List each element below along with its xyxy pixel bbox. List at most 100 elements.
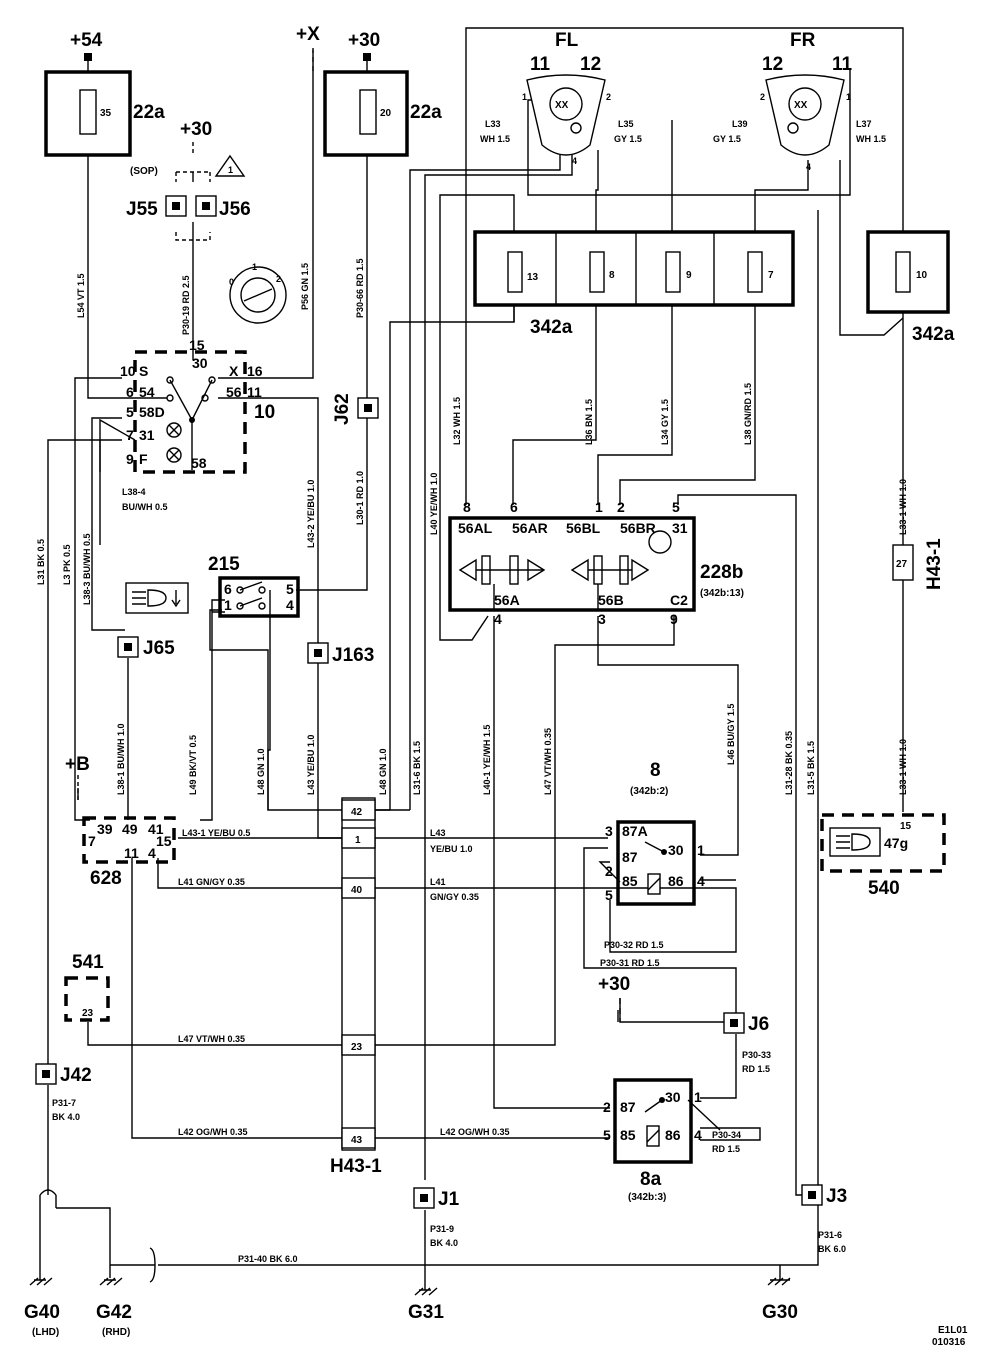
j65-label: J65: [143, 638, 175, 659]
fuse-box-22a-left: 35 22a: [44, 70, 165, 157]
wire-label: L43-1 YE/BU 0.5: [182, 828, 250, 838]
pin-3: 3: [598, 611, 606, 627]
module-628: 39 49 41 7 15 11 4 628: [82, 816, 176, 889]
relay-8: 8 (342b:2) 87A 87 30 85 86 3 2 1 4 5: [605, 760, 705, 906]
pin-86: 86: [668, 873, 684, 889]
wire-label: L43-2 YE/BU 1.0: [306, 480, 316, 548]
wire-labels: L54 VT 1.5 P30-19 RD 2.5 P56 GN 1.5 P30-…: [36, 119, 908, 1264]
pin-f: F: [139, 451, 148, 467]
dial-2: 2: [276, 274, 281, 284]
relay-8a-label: 8a: [640, 1169, 662, 1190]
pin-x: X: [229, 363, 239, 379]
fl-label: FL: [555, 30, 579, 51]
light-switch-10: 0 1 2 15 30 10 S X 16 6 54 56 11 5 58D 7…: [120, 262, 287, 474]
wire-label: L31-5 BK 1.5: [806, 741, 816, 795]
pin-5: 5: [672, 499, 680, 515]
j56-label: J56: [219, 199, 251, 220]
fuse-box-label: 22a: [410, 102, 442, 123]
supply-b-label: +B: [65, 754, 90, 775]
wire-label: BU/WH 0.5: [122, 502, 168, 512]
pin-30: 30: [668, 842, 684, 858]
pin-4: 4: [494, 611, 502, 627]
pin-15: 15: [156, 833, 172, 849]
fuse-box-label: 22a: [133, 102, 165, 123]
wire-label: L38-4: [122, 487, 146, 497]
wire-label: L40 YE/WH 1.0: [429, 473, 439, 535]
wire-label: P30-33: [742, 1050, 771, 1060]
wire-label: P31-40 BK 6.0: [238, 1254, 298, 1264]
svg-text:1: 1: [522, 92, 527, 102]
fl-pin-11: 11: [530, 54, 551, 75]
switch-215-label: 215: [208, 554, 240, 575]
connector-pin: 43: [341, 1127, 376, 1149]
ground-g40-note: (LHD): [32, 1327, 59, 1338]
module-228b-label: 228b: [700, 562, 743, 583]
module-628-label: 628: [90, 868, 122, 889]
wire-label: BK 4.0: [430, 1238, 458, 1248]
svg-text:43: 43: [351, 1135, 363, 1146]
svg-text:2: 2: [606, 92, 611, 102]
pin-6: 6: [126, 384, 134, 400]
wire-label: L49 BK/VT 0.5: [188, 735, 198, 795]
pin-11: 11: [247, 384, 262, 400]
wire-label: GY 1.5: [614, 134, 642, 144]
relay-pin-2: 2: [605, 863, 613, 879]
headlamp-level-icon: [125, 582, 189, 614]
dial-0: 0: [229, 277, 234, 287]
wire-label: P31-7: [52, 1098, 76, 1108]
lamp-fr: FR 12 11 XX: [762, 30, 853, 156]
wire-label: L32 WH 1.5: [452, 397, 462, 445]
wire-label: L41 GN/GY 0.35: [178, 877, 245, 887]
pin-56br: 56BR: [620, 520, 656, 536]
wire-label: L3 PK 0.5: [62, 544, 72, 585]
wire-label: L39: [732, 119, 748, 129]
wire-label: L43 YE/BU 1.0: [306, 735, 316, 795]
wire-label: L42 OG/WH 0.35: [178, 1127, 248, 1137]
connector-label: H43-1: [924, 538, 945, 590]
fuse-7-label: 7: [768, 270, 774, 281]
fuse-box-label: 342a: [530, 317, 573, 338]
pin-6: 6: [224, 581, 232, 597]
transistor-icon: [648, 530, 672, 554]
connector-pin: 1: [341, 827, 376, 849]
pin-54: 54: [139, 384, 155, 400]
pin-41: 41: [148, 821, 164, 837]
wire-label: L43: [430, 828, 446, 838]
pin-56b: 56B: [598, 592, 624, 608]
wire-label: L34 GY 1.5: [660, 399, 670, 445]
module-540: 15 47g 540: [820, 813, 946, 899]
svg-text:2: 2: [760, 92, 765, 102]
relay-pin-3: 3: [605, 823, 613, 839]
wire-label: L35: [618, 119, 634, 129]
supply-30b-label: +30: [180, 119, 212, 140]
wire-label: P31-6: [818, 1230, 842, 1240]
j163-label: J163: [332, 645, 374, 666]
fuse-8-label: 8: [609, 270, 615, 281]
relay-pin-4: 4: [694, 1127, 702, 1143]
wire-label: YE/BU 1.0: [430, 844, 473, 854]
wire-label: L31-28 BK 0.35: [784, 731, 794, 795]
wire-label: L41: [430, 877, 446, 887]
pin-5: 5: [126, 404, 134, 420]
pin-9: 9: [670, 611, 678, 627]
relay-pin-5: 5: [603, 1127, 611, 1143]
j6-label: J6: [748, 1014, 769, 1035]
pin-11: 11: [124, 845, 139, 861]
fuse-35-label: 35: [100, 108, 112, 119]
wire-label: L30-1 RD 1.0: [355, 471, 365, 525]
wire-label: L40-1 YE/WH 1.5: [482, 725, 492, 795]
warning-number: 1: [228, 165, 233, 175]
wire-label: WH 1.5: [856, 134, 886, 144]
supply-x-label: +X: [296, 24, 320, 45]
ground-g42-label: G42: [96, 1302, 132, 1323]
pin-15: 15: [900, 821, 912, 832]
wire-label: L38-1 BU/WH 1.0: [116, 723, 126, 795]
wire-label: L38 GN/RD 1.5: [743, 383, 753, 445]
pin-58: 58: [191, 455, 207, 471]
ground-g40-label: G40: [24, 1302, 60, 1323]
pin-4: 4: [286, 597, 294, 613]
supply-54-label: +54: [70, 30, 103, 51]
wires: [39, 27, 904, 1290]
pin-9: 9: [126, 451, 134, 467]
wire-label: L48 GN 1.0: [378, 748, 388, 795]
